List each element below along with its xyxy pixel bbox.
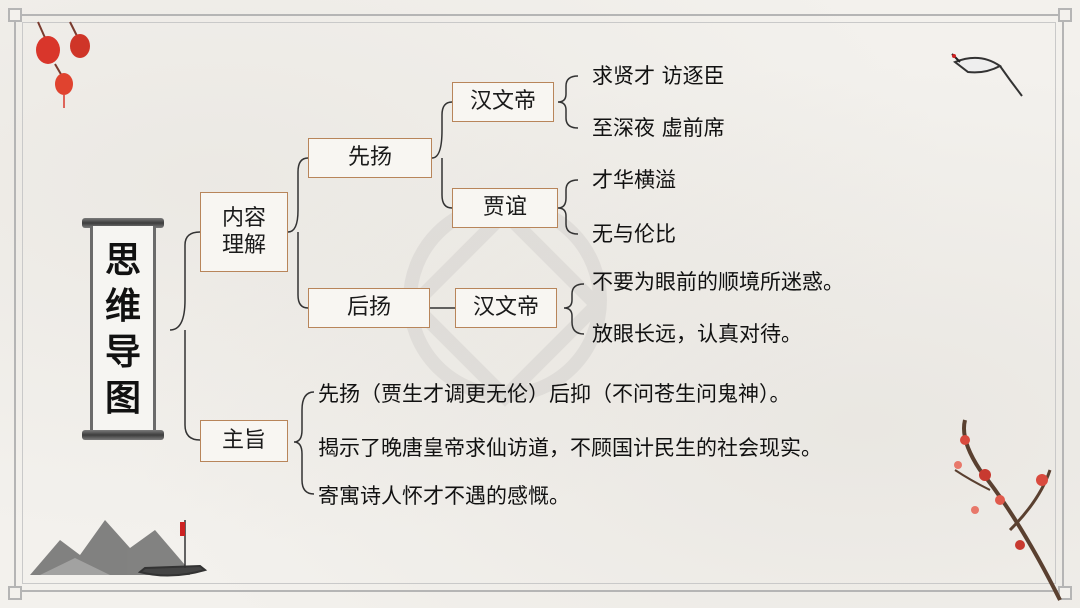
theme-line: 寄寓诗人怀才不遇的感慨。: [318, 484, 570, 508]
title-scroll: 思 维 导 图: [82, 218, 164, 440]
frame-corner: [8, 586, 22, 600]
frame-corner: [8, 8, 22, 22]
title-char: 导: [104, 331, 141, 373]
node-jia-yi: 贾谊: [452, 188, 558, 228]
lantern-icon: [36, 21, 90, 108]
landscape-icon: [30, 520, 190, 575]
title-char: 维: [104, 285, 141, 327]
node-emperor-wen-2: 汉文帝: [455, 288, 557, 328]
title-char: 图: [104, 377, 141, 419]
node-theme: 主旨: [200, 420, 288, 462]
leaf-text: 无与伦比: [592, 222, 676, 246]
scroll-rod-top: [82, 218, 164, 228]
scroll-rod-bottom: [82, 430, 164, 440]
node-praise-first: 先扬: [308, 138, 432, 178]
frame-corner: [1058, 8, 1072, 22]
leaf-text: 求贤才 访逐臣: [592, 64, 725, 88]
leaf-text: 放眼长远，认真对待。: [592, 322, 802, 346]
inner-frame: [22, 22, 1056, 584]
title-char: 思: [104, 239, 141, 281]
leaf-text: 至深夜 虚前席: [592, 116, 725, 140]
outer-frame: [14, 14, 1064, 592]
node-praise-after: 后扬: [308, 288, 430, 328]
scroll-body: 思 维 导 图: [90, 226, 156, 432]
frame-corner: [1058, 586, 1072, 600]
leaf-text: 才华横溢: [592, 168, 676, 192]
boat-icon: [137, 520, 208, 577]
theme-line: 揭示了晚唐皇帝求仙访道，不顾国计民生的社会现实。: [318, 436, 822, 460]
leaf-text: 不要为眼前的顺境所迷惑。: [592, 270, 844, 294]
plum-branch-icon: [954, 419, 1062, 601]
theme-line: 先扬（贾生才调更无伦）后抑（不问苍生问鬼神）。: [318, 382, 791, 406]
node-content-understanding: 内容 理解: [200, 192, 288, 272]
connector-lines: [169, 75, 585, 495]
node-emperor-wen-1: 汉文帝: [452, 82, 554, 122]
crane-icon: [951, 53, 1023, 97]
